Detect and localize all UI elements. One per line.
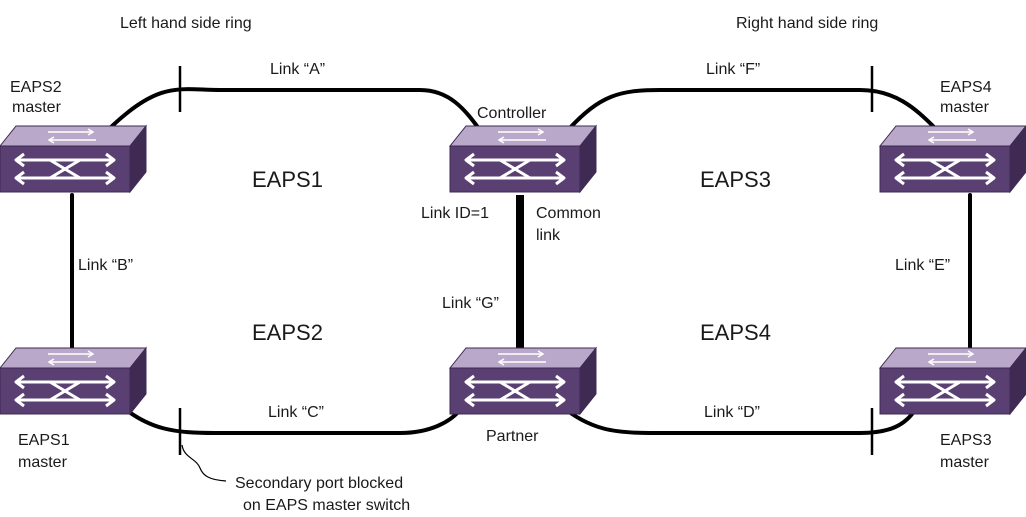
right-ring-title: Right hand side ring bbox=[736, 15, 878, 32]
link-f-label: Link “F” bbox=[706, 61, 760, 78]
switch-eaps3-master bbox=[878, 346, 1026, 416]
eaps1-master-label-line2: master bbox=[18, 454, 68, 471]
link-b-label: Link “B” bbox=[78, 257, 133, 274]
common-link-label-line2: link bbox=[536, 227, 561, 244]
ring-cables bbox=[70, 87, 972, 435]
link-a-label: Link “A” bbox=[270, 61, 325, 78]
eaps4-master-label-line1: EAPS4 bbox=[940, 79, 992, 96]
secondary-port-note-line1: Secondary port blocked bbox=[235, 475, 403, 492]
partner-label: Partner bbox=[486, 428, 539, 445]
secondary-port-note-line2: on EAPS master switch bbox=[243, 497, 410, 514]
domain-eaps4-label: EAPS4 bbox=[700, 320, 771, 345]
eaps3-master-label-line2: master bbox=[940, 454, 990, 471]
link-tick-marks bbox=[178, 66, 874, 455]
link-e-label: Link “E” bbox=[895, 257, 950, 274]
eaps2-master-label-line1: EAPS2 bbox=[10, 79, 62, 96]
link-d-label: Link “D” bbox=[704, 404, 760, 421]
link-id-label: Link ID=1 bbox=[421, 205, 489, 222]
switch-eaps2-master bbox=[0, 124, 148, 194]
left-ring-title: Left hand side ring bbox=[120, 15, 252, 32]
eaps3-master-label-line1: EAPS3 bbox=[940, 432, 992, 449]
link-d-cable bbox=[558, 403, 917, 435]
secondary-port-callout-line bbox=[181, 444, 227, 482]
switch-eaps4-master bbox=[878, 124, 1026, 194]
link-f-cable bbox=[566, 88, 937, 132]
eaps4-master-label-line2: master bbox=[940, 99, 990, 116]
eaps2-master-label-line2: master bbox=[12, 99, 62, 116]
common-link-label-line1: Common bbox=[536, 205, 601, 222]
link-a-cable bbox=[108, 87, 482, 132]
domain-eaps2-label: EAPS2 bbox=[252, 320, 323, 345]
link-g-label: Link “G” bbox=[442, 295, 499, 312]
eaps1-master-label-line1: EAPS1 bbox=[18, 432, 70, 449]
link-c-label: Link “C” bbox=[268, 404, 324, 421]
controller-label: Controller bbox=[477, 105, 547, 122]
switch-partner bbox=[448, 346, 598, 416]
domain-eaps3-label: EAPS3 bbox=[700, 167, 771, 192]
domain-eaps1-label: EAPS1 bbox=[252, 167, 323, 192]
switch-controller bbox=[448, 124, 598, 194]
switch-eaps1-master bbox=[0, 346, 148, 416]
link-c-cable bbox=[118, 403, 462, 435]
